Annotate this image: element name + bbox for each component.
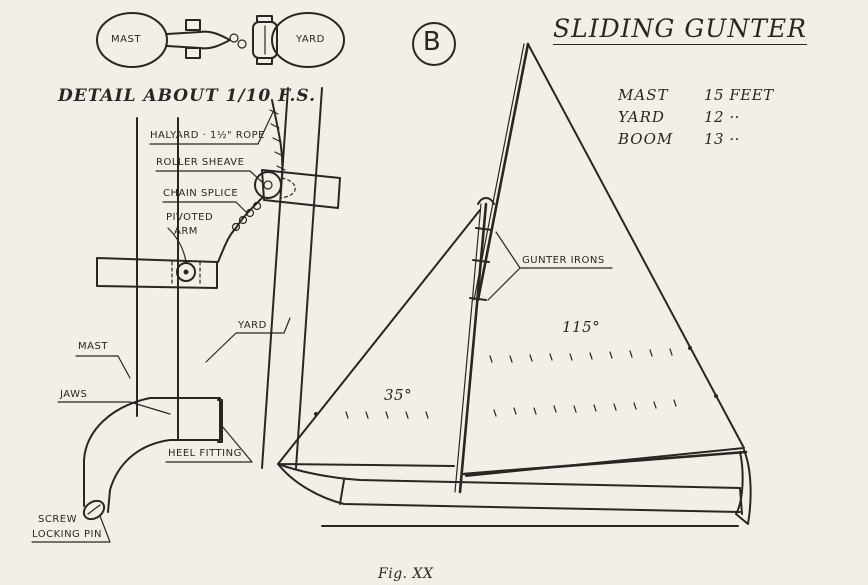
figure-letter: B xyxy=(422,27,442,57)
dim-value-yard: 12 ·· xyxy=(704,108,740,126)
dim-value-boom: 13 ·· xyxy=(704,130,740,148)
sail-plan xyxy=(277,42,752,527)
jib xyxy=(277,209,481,467)
leader-lines xyxy=(31,109,613,543)
yard-left-edge xyxy=(261,87,289,469)
mast-spar xyxy=(458,202,488,494)
boom xyxy=(462,450,748,476)
heel-fitting-label: HEEL FITTING xyxy=(168,448,242,459)
dim-name-yard: YARD xyxy=(618,108,665,126)
figure-caption: Fig. XX xyxy=(378,566,434,582)
dim-name-boom: BOOM xyxy=(618,130,674,148)
chain-splice-label: CHAIN SPLICE xyxy=(163,188,239,199)
hull-bottom xyxy=(277,463,741,513)
arm-label: ARM xyxy=(174,226,198,237)
roller-sheave xyxy=(254,171,282,199)
gunter-irons-label: GUNTER IRONS xyxy=(522,255,605,266)
yard-label: YARD xyxy=(238,320,267,331)
thumb-yard-label: YARD xyxy=(296,34,325,45)
thumb-mast-label: MAST xyxy=(111,34,141,45)
heel-fitting xyxy=(217,399,223,443)
hull-sheer xyxy=(277,463,743,515)
roller-sheave-band xyxy=(261,169,341,209)
mast-band xyxy=(96,257,218,289)
pivot-bolt xyxy=(176,262,196,282)
locking-pin-label: LOCKING PIN xyxy=(32,529,102,540)
dim-name-mast: MAST xyxy=(618,86,669,104)
mast-yard-detail xyxy=(82,87,341,521)
jaws xyxy=(83,397,221,513)
jaws-label: JAWS xyxy=(60,389,88,400)
reef-points xyxy=(314,346,718,419)
detail-caption: DETAIL ABOUT 1/10 F.S. xyxy=(58,86,316,106)
pivoted-label: PIVOTED xyxy=(166,212,214,223)
figure-letter-circle xyxy=(412,22,456,66)
diagram-title: SLIDING GUNTER xyxy=(553,14,807,45)
halyard-label: HALYARD · 1½" ROPE xyxy=(150,130,265,141)
yard-spar xyxy=(476,42,530,302)
screw-label: SCREW xyxy=(38,514,77,525)
detail-thumbnail xyxy=(96,12,345,68)
roller-sheave-label: ROLLER SHEAVE xyxy=(156,157,245,168)
locking-pin xyxy=(82,499,106,521)
jib-area-label: 35° xyxy=(384,386,413,404)
mast-label: MAST xyxy=(78,341,108,352)
mainsail-area-label: 115° xyxy=(562,318,601,336)
yard-right-edge xyxy=(295,87,323,469)
mainsail xyxy=(465,43,745,477)
halyard-rope xyxy=(271,99,284,179)
dim-value-mast: 15 FEET xyxy=(704,86,774,104)
rudder xyxy=(735,449,752,525)
